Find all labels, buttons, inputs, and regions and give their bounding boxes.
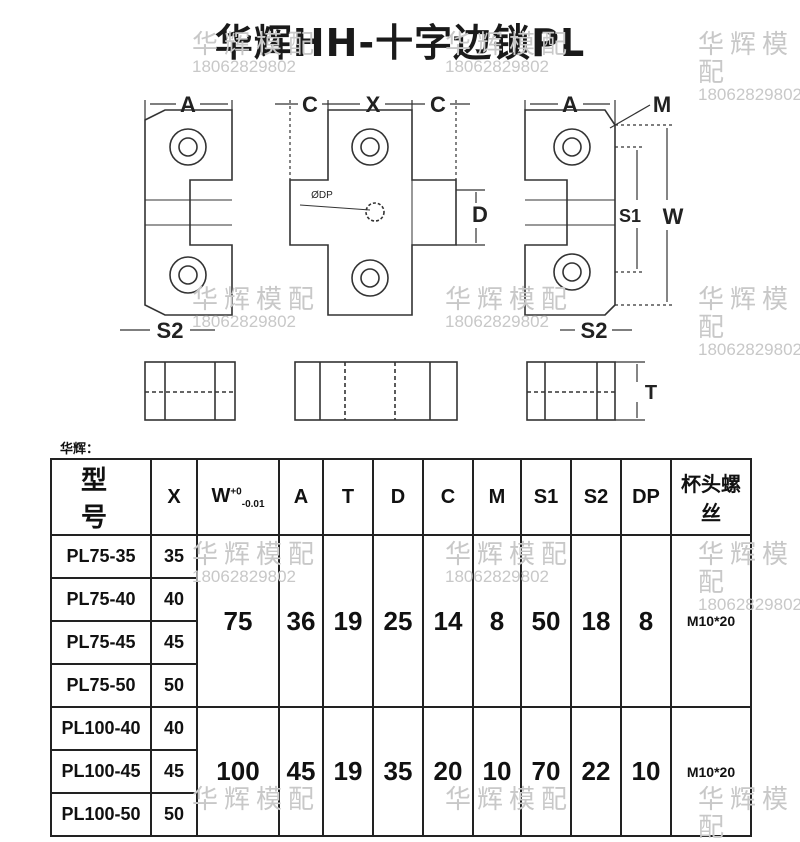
header-dp: DP xyxy=(620,458,672,536)
cell-model: PL100-40 xyxy=(50,706,152,751)
cell-x: 35 xyxy=(150,534,198,579)
table-row: PL75-40 40 xyxy=(50,577,751,622)
dim-label-a-right: A xyxy=(562,92,578,117)
cell-s2: 18 xyxy=(570,534,622,708)
cell-w: 75 xyxy=(196,534,280,708)
cell-d: 35 xyxy=(372,706,424,837)
spec-table: 型 号 X W+0-0.01 A T D C M S1 S2 DP 杯头螺丝 P… xyxy=(50,458,752,837)
cell-model: PL100-45 xyxy=(50,749,152,794)
dim-label-t: T xyxy=(645,382,657,404)
table-row: PL100-40 40 100 45 19 35 20 10 70 22 10 … xyxy=(50,706,752,837)
cell-c: 14 xyxy=(422,534,474,708)
page-title: 华辉HH-十字边锁PL xyxy=(214,21,586,65)
header-s2: S2 xyxy=(570,458,622,536)
cell-t: 19 xyxy=(322,706,374,837)
table-row: PL75-45 45 xyxy=(50,620,751,665)
dim-label-s2-right: S2 xyxy=(581,318,608,343)
cell-d: 25 xyxy=(372,534,424,708)
cell-dp: 10 xyxy=(620,706,672,837)
header-c: C xyxy=(422,458,474,536)
cell-a: 36 xyxy=(278,534,324,708)
cell-s1: 70 xyxy=(520,706,572,837)
cell-model: PL75-45 xyxy=(50,620,152,665)
cell-model: PL100-50 xyxy=(50,792,152,837)
cell-x: 50 xyxy=(150,792,198,837)
dim-label-s2-left: S2 xyxy=(157,318,184,343)
table-row: PL100-45 45 xyxy=(50,749,751,794)
cell-m: 10 xyxy=(472,706,522,837)
middle-part-outline xyxy=(289,109,457,316)
dim-label-a-left: A xyxy=(180,92,196,117)
dim-label-s1: S1 xyxy=(619,206,641,226)
header-screw: 杯头螺丝 xyxy=(670,458,752,536)
cell-w: 100 xyxy=(196,706,280,837)
header-t: T xyxy=(322,458,374,536)
table-row: PL75-50 50 xyxy=(50,663,751,708)
header-s1: S1 xyxy=(520,458,572,536)
header-model: 型 号 xyxy=(50,458,152,536)
header-a: A xyxy=(278,458,324,536)
table-header-row: 型 号 X W+0-0.01 A T D C M S1 S2 DP 杯头螺丝 xyxy=(50,458,752,536)
table-caption: 华辉： xyxy=(60,442,100,457)
dim-label-dp: ØDP xyxy=(311,190,333,201)
cell-s1: 50 xyxy=(520,534,572,708)
cell-model: PL75-35 xyxy=(50,534,152,579)
cell-x: 45 xyxy=(150,620,198,665)
header-w: W+0-0.01 xyxy=(196,458,280,536)
dim-label-m: M xyxy=(653,92,671,117)
right-part-outline xyxy=(524,109,616,316)
left-part-outline xyxy=(144,109,233,316)
cell-x: 40 xyxy=(150,706,198,751)
technical-drawing: A C X C A M D S1 W S2 S2 T ØDP xyxy=(120,92,684,421)
cell-dp: 8 xyxy=(620,534,672,708)
header-m: M xyxy=(472,458,522,536)
cell-s2: 22 xyxy=(570,706,622,837)
dim-label-w: W xyxy=(663,204,684,229)
cell-model: PL75-40 xyxy=(50,577,152,622)
cell-t: 19 xyxy=(322,534,374,708)
dim-label-c-left: C xyxy=(302,92,318,117)
cell-x: 45 xyxy=(150,749,198,794)
header-d: D xyxy=(372,458,424,536)
cell-screw: M10*20 xyxy=(670,534,752,708)
header-x: X xyxy=(150,458,198,536)
cell-a: 45 xyxy=(278,706,324,837)
cell-m: 8 xyxy=(472,534,522,708)
cell-model: PL75-50 xyxy=(50,663,152,708)
dim-label-d: D xyxy=(472,202,488,227)
cell-x: 40 xyxy=(150,577,198,622)
cell-c: 20 xyxy=(422,706,474,837)
cell-x: 50 xyxy=(150,663,198,708)
dim-label-x: X xyxy=(366,92,381,117)
cell-screw: M10*20 xyxy=(670,706,752,837)
table-row: PL75-35 35 75 36 19 25 14 8 50 18 8 M10*… xyxy=(50,534,752,708)
dim-label-c-right: C xyxy=(430,92,446,117)
